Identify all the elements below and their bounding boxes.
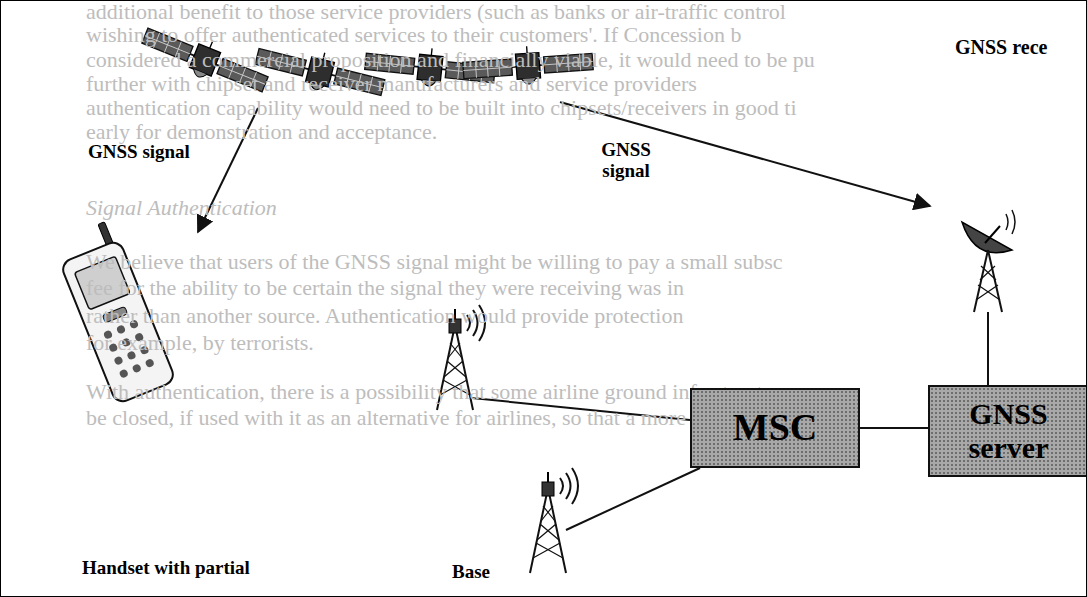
body-text: early for demonstration and acceptance.: [86, 120, 437, 144]
body-text: We believe that users of the GNSS signal…: [86, 250, 783, 274]
server-box: GNSS server: [928, 385, 1087, 477]
receiver-antenna: [962, 210, 1015, 312]
device-label: Handset with partial: [82, 558, 250, 579]
signal-label: GNSS signal: [580, 140, 672, 182]
signal-label: GNSS signal: [88, 142, 190, 163]
body-text: additional benefit to those service prov…: [86, 0, 786, 24]
body-text: wishing to offer authenticated services …: [86, 23, 741, 47]
body-text: authentication capability would need to …: [86, 96, 797, 120]
body-text: be closed, if used with it as an alterna…: [86, 406, 728, 430]
device-label: Base: [452, 562, 490, 583]
link-line: [566, 468, 700, 530]
box-label: MSC: [733, 406, 817, 450]
body-text: for example, by terrorists.: [86, 331, 314, 355]
body-text: considered a commercial proposition and …: [86, 48, 815, 72]
switching-centre-box: MSC: [690, 388, 860, 468]
body-text: rather than another source. Authenticati…: [86, 304, 683, 328]
body-text: fee for the ability to be certain the si…: [86, 276, 684, 300]
box-label: GNSS server: [938, 397, 1079, 466]
receiver-label: GNSS rece: [955, 36, 1047, 58]
section-heading: Signal Authentication: [86, 196, 277, 220]
connector-line: [860, 427, 928, 429]
body-text: further with chipset and receiver manufa…: [86, 72, 697, 96]
base-station-tower: [530, 468, 578, 573]
link-line: [987, 312, 989, 385]
